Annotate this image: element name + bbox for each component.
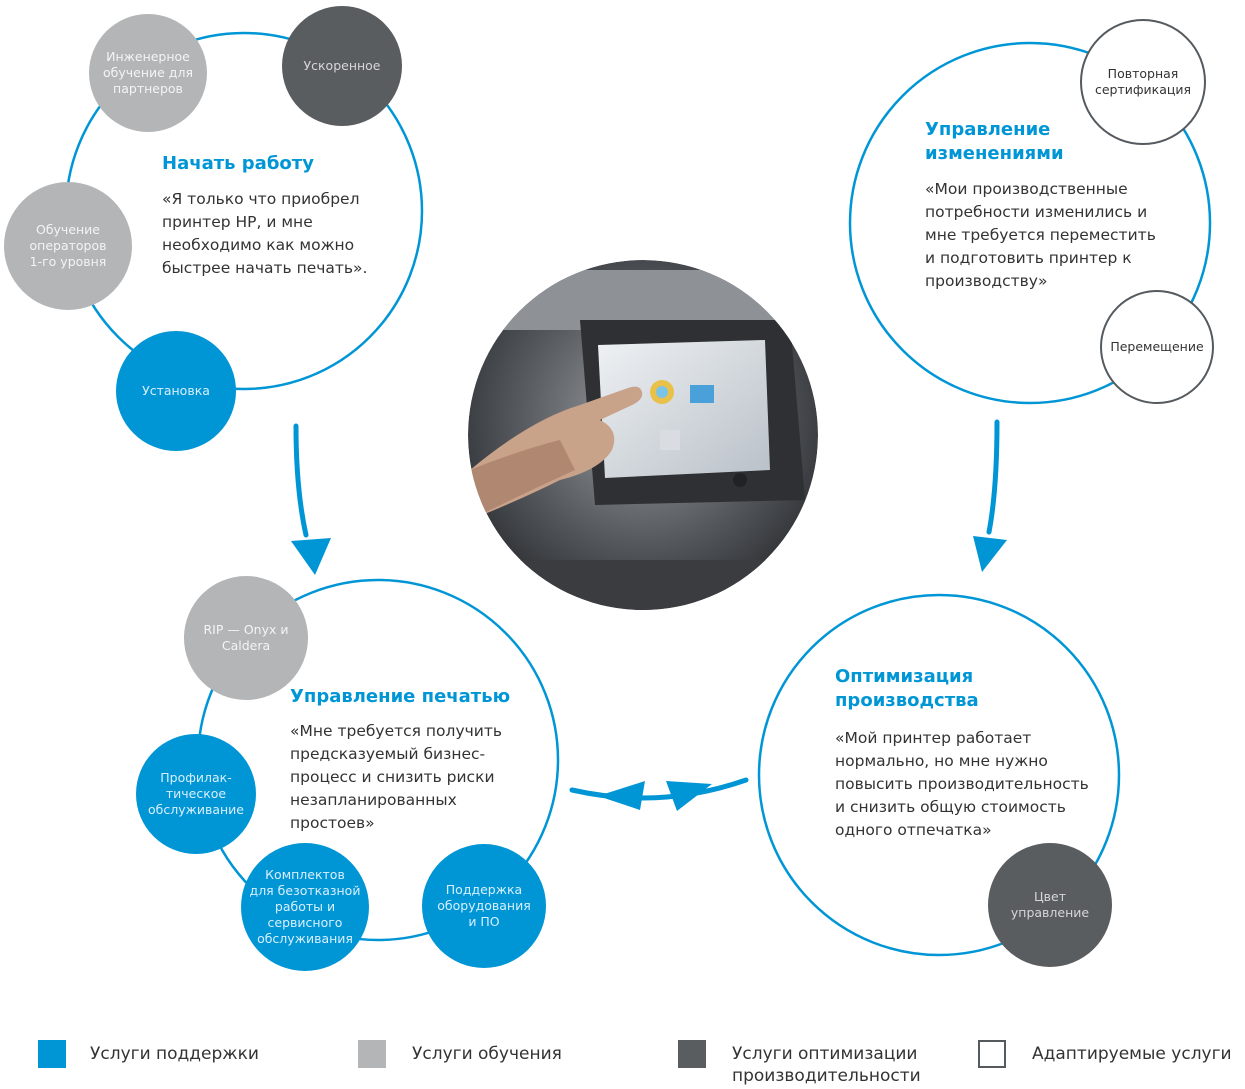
service-relocation: Перемещение — [1100, 290, 1214, 404]
stage-title-get-started: Начать работу — [162, 153, 314, 174]
legend-swatch-support — [38, 1040, 66, 1068]
stage-desc-production-optimization: «Мой принтер работает нормально, но мне … — [835, 729, 1089, 839]
service-hw-sw-support: Поддержка оборудования и ПО — [422, 844, 546, 968]
ring-change-management — [848, 41, 1212, 405]
legend-label-adaptive: Адаптируемые услуги — [1032, 1044, 1232, 1064]
stage-title-production-optimization: Оптимизация производства — [835, 666, 979, 711]
ring-production-optimization — [757, 593, 1121, 957]
service-rip: RIP — Onyx и Caldera — [184, 576, 308, 700]
stage-desc-change-management: «Мои производственные потребности измени… — [925, 180, 1156, 290]
service-color-management: Цвет управление — [988, 843, 1112, 967]
arrow-down-right — [973, 419, 1007, 572]
legend-label-optimization: Услуги оптимизации производительности — [732, 1044, 921, 1086]
stage-title-change-management: Управление изменениями — [925, 119, 1064, 164]
arrow-down-left — [291, 423, 331, 575]
service-operator-training: Обучение операторов 1-го уровня — [4, 182, 132, 310]
service-accelerated: Ускоренное — [282, 6, 402, 126]
legend-swatch-optimization — [678, 1040, 706, 1068]
service-partner-training: Инженерное обучение для партнеров — [89, 14, 207, 132]
service-uptime-kits: Комплектов для безотказной работы и серв… — [241, 843, 369, 971]
service-preventive-maintenance: Профилак- тическое обслуживание — [136, 734, 256, 854]
stage-title-print-management: Управление печатью — [290, 686, 511, 707]
legend-label-training: Услуги обучения — [412, 1044, 562, 1064]
legend-swatch-training — [358, 1040, 386, 1068]
legend-swatch-adaptive — [978, 1040, 1006, 1068]
service-recertification: Повторная сертификация — [1080, 19, 1206, 145]
service-installation: Установка — [116, 331, 236, 451]
legend-label-support: Услуги поддержки — [90, 1044, 259, 1064]
double-arrow — [569, 777, 749, 811]
stage-desc-print-management: «Мне требуется получить предсказуемый би… — [290, 722, 503, 832]
printer-touchscreen-photo — [468, 260, 818, 610]
stage-desc-get-started: «Я только что приобрел принтер HP, и мне… — [162, 190, 368, 277]
